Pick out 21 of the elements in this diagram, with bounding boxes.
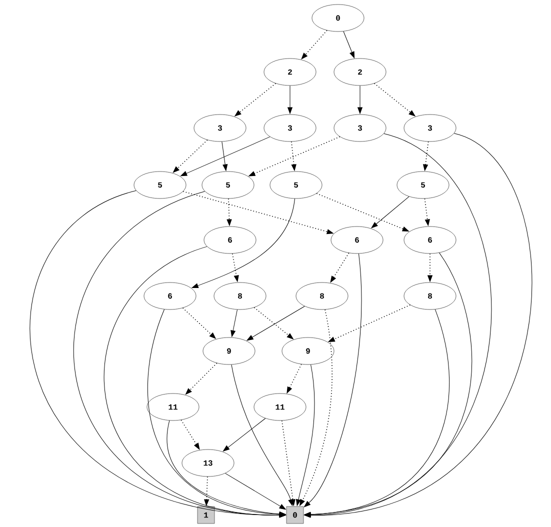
arrow	[288, 85, 292, 114]
arrow	[304, 133, 532, 518]
arrow	[148, 309, 286, 517]
arrow	[343, 31, 355, 58]
terminal-box: 0	[286, 506, 304, 524]
arrow	[296, 364, 315, 506]
arrow	[222, 418, 266, 452]
arrow	[192, 198, 295, 288]
arrow	[358, 85, 362, 114]
arrow	[246, 306, 305, 341]
arrow	[304, 253, 362, 508]
arrow	[166, 420, 286, 516]
arrow	[180, 136, 270, 176]
arrow	[304, 309, 450, 517]
arrow	[222, 141, 228, 171]
terminal-box: 1	[197, 506, 215, 524]
arrow	[371, 196, 410, 228]
arrow	[230, 309, 238, 337]
arrow	[225, 473, 286, 510]
arrow	[231, 364, 294, 506]
arrow	[104, 246, 286, 518]
